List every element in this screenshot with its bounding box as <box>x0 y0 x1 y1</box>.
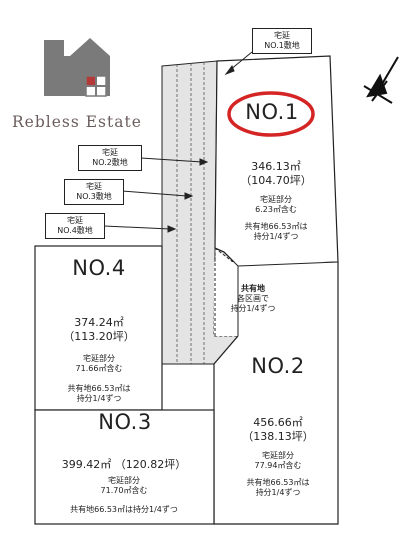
lot-no3-boundary <box>34 409 215 525</box>
lot-no1-title: NO.1 <box>226 100 318 124</box>
lot-no2-shared-note2: 持分1/4ずつ <box>255 488 301 497</box>
lot-no3-title: NO.3 <box>70 410 180 434</box>
callout-label: 宅延 <box>274 31 290 40</box>
lot-no3-area: 399.42㎡ （120.82坪） <box>61 458 187 471</box>
lot-no4-shared-note1: 共有地66.53㎡は <box>67 384 131 393</box>
callout-arrows <box>103 51 253 233</box>
lot-no4-area-tsubo: （113.20坪） <box>63 330 135 343</box>
lot-no2-shared-note1: 共有地66.53㎡は <box>246 478 310 487</box>
callout-label: 宅延 <box>86 182 102 191</box>
lot-no4-info: 374.24㎡ （113.20坪） 宅延部分 71.66㎡含む 共有地66.53… <box>44 316 154 404</box>
shared-land-line1: 各区画で <box>237 294 269 303</box>
lot-no2-boundary <box>214 262 338 524</box>
lot-no2-driveway-area: 77.94㎡含む <box>254 461 302 470</box>
lot-no3-name: NO.3 <box>98 410 152 434</box>
callout-label: 宅延 <box>102 148 118 157</box>
callout-label: 宅延 <box>67 216 83 225</box>
callout-no4-driveway: 宅延 NO.4敷地 <box>45 213 105 239</box>
logo-house-icon <box>44 38 110 97</box>
lot-no3-shared-note: 共有地66.53㎡は持分1/4ずつ <box>70 505 178 514</box>
lot-no3-driveway-label: 宅延部分 <box>108 476 140 485</box>
lot-no1-name: NO.1 <box>245 100 299 124</box>
lot-no4-title: NO.4 <box>44 256 154 280</box>
callout-lot: NO.4敷地 <box>57 226 93 235</box>
shared-land-info: 共有地 各区画で 持分1/4ずつ <box>220 284 286 314</box>
callout-lot: NO.2敷地 <box>92 158 128 167</box>
lot-no1-driveway-label: 宅延部分 <box>260 195 292 204</box>
lot-no1-shared-note1: 共有地66.53㎡は <box>244 222 308 231</box>
lot-no2-area-m2: 456.66㎡ <box>253 416 303 429</box>
lot-no4-driveway-label: 宅延部分 <box>83 354 115 363</box>
lot-no3-driveway-area: 71.70㎡含む <box>100 486 148 495</box>
lot-no2-title: NO.2 <box>230 354 326 378</box>
callout-lot: NO.3敷地 <box>76 192 112 201</box>
north-arrow-icon <box>363 56 399 104</box>
shared-land-line2: 持分1/4ずつ <box>230 304 276 313</box>
lot-no1-driveway-area: 6.23㎡含む <box>255 205 297 214</box>
lot-no2-name: NO.2 <box>251 354 305 378</box>
lot-no4-area-m2: 374.24㎡ <box>74 316 124 329</box>
lot-no4-driveway-area: 71.66㎡含む <box>75 364 123 373</box>
lot-no1-highlight <box>227 91 315 137</box>
lot-no1-area-m2: 346.13㎡ <box>251 160 301 173</box>
lot-no1-shared-note2: 持分1/4ずつ <box>253 232 299 241</box>
lot-no3-info: 399.42㎡ （120.82坪） 宅延部分 71.70㎡含む 共有地66.53… <box>38 458 210 515</box>
callout-no1-driveway: 宅延 NO.1敷地 <box>252 28 312 54</box>
lot-no1-area-tsubo: （104.70坪） <box>240 174 312 187</box>
brand-name: Rebless Estate <box>12 113 142 131</box>
lot-no1-info: 346.13㎡ （104.70坪） 宅延部分 6.23㎡含む 共有地66.53㎡… <box>226 160 326 242</box>
callout-no3-driveway: 宅延 NO.3敷地 <box>64 179 124 205</box>
callout-lot: NO.1敷地 <box>264 41 300 50</box>
lot-no4-boundary <box>34 245 163 411</box>
lot-no4-name: NO.4 <box>72 256 126 280</box>
lot-no2-driveway-label: 宅延部分 <box>262 451 294 460</box>
lot-no2-info: 456.66㎡ （138.13坪） 宅延部分 77.94㎡含む 共有地66.53… <box>226 416 330 498</box>
lot-no2-area-tsubo: （138.13坪） <box>242 430 314 443</box>
callout-no2-driveway: 宅延 NO.2敷地 <box>78 145 142 171</box>
lot-no4-shared-note2: 持分1/4ずつ <box>76 394 122 403</box>
shared-land-title: 共有地 <box>241 284 265 293</box>
